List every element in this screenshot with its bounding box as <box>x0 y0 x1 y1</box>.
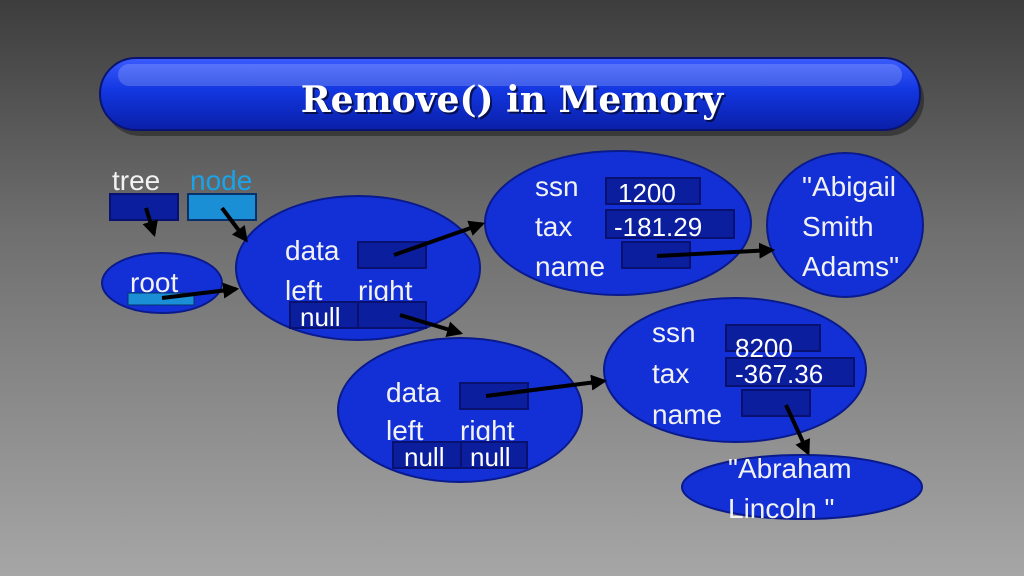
node2-right-label: right <box>460 415 515 446</box>
node1-left-box <box>289 301 359 329</box>
tree-label: tree <box>112 165 160 196</box>
arrow-node1-right-to-node2 <box>399 313 464 337</box>
node2-right-box <box>460 441 528 469</box>
node2-left-box <box>392 441 462 469</box>
node2-right-null: null <box>470 442 510 472</box>
node-pointer-box <box>187 193 257 221</box>
slide-title-front: Remove() in Memory <box>301 79 725 121</box>
record1-tax-label: tax <box>535 211 572 242</box>
node2-left-label: left <box>386 415 424 446</box>
node2-left-null: null <box>404 442 444 472</box>
node1-right-box <box>357 301 427 329</box>
string1-line3: Adams" <box>802 251 899 282</box>
tree-pointer-box <box>109 193 179 221</box>
record2-name-box <box>741 389 811 417</box>
record1-tax-value: -181.29 <box>614 212 702 242</box>
record2-ssn-label: ssn <box>652 317 696 348</box>
record1-ssn-label: ssn <box>535 171 579 202</box>
record2-tax-label: tax <box>652 358 689 389</box>
record1-tax-box <box>605 209 735 239</box>
record1-ssn-value: 1200 <box>618 178 676 208</box>
string2-line2: Lincoln " <box>728 493 834 524</box>
record2-tax-box <box>725 357 855 387</box>
slide-title: Remove() in Memory <box>303 81 727 123</box>
record1-ssn-box <box>605 177 701 205</box>
node2-data-label: data <box>386 377 441 408</box>
node1-left-null: null <box>300 302 340 332</box>
record2-ssn-box <box>725 324 821 352</box>
node1-right-label: right <box>358 275 413 306</box>
arrow-record1-name-to-string1 <box>656 242 776 259</box>
record2-name-label: name <box>652 399 722 430</box>
arrow-tree-to-root <box>142 207 158 238</box>
string1-line2: Smith <box>802 211 874 242</box>
string-1 <box>766 152 924 298</box>
node1-data-label: data <box>285 235 340 266</box>
string2-line1: "Abraham <box>728 453 852 484</box>
string1-line1: "Abigail <box>802 171 896 202</box>
node1-left-label: left <box>285 275 323 306</box>
arrow-root-to-node1 <box>161 282 240 300</box>
record1-name-label: name <box>535 251 605 282</box>
record2-tax-value: -367.36 <box>735 359 823 389</box>
arrow-node-to-node1 <box>220 206 248 243</box>
arrow-node2-data-to-record2 <box>485 374 608 398</box>
arrow-record2-name-to-string2 <box>784 404 810 456</box>
title-banner: Remove() in Memory Remove() in Memory <box>99 57 924 136</box>
node-label: node <box>190 165 252 196</box>
arrow-node1-data-to-record1 <box>393 220 486 257</box>
